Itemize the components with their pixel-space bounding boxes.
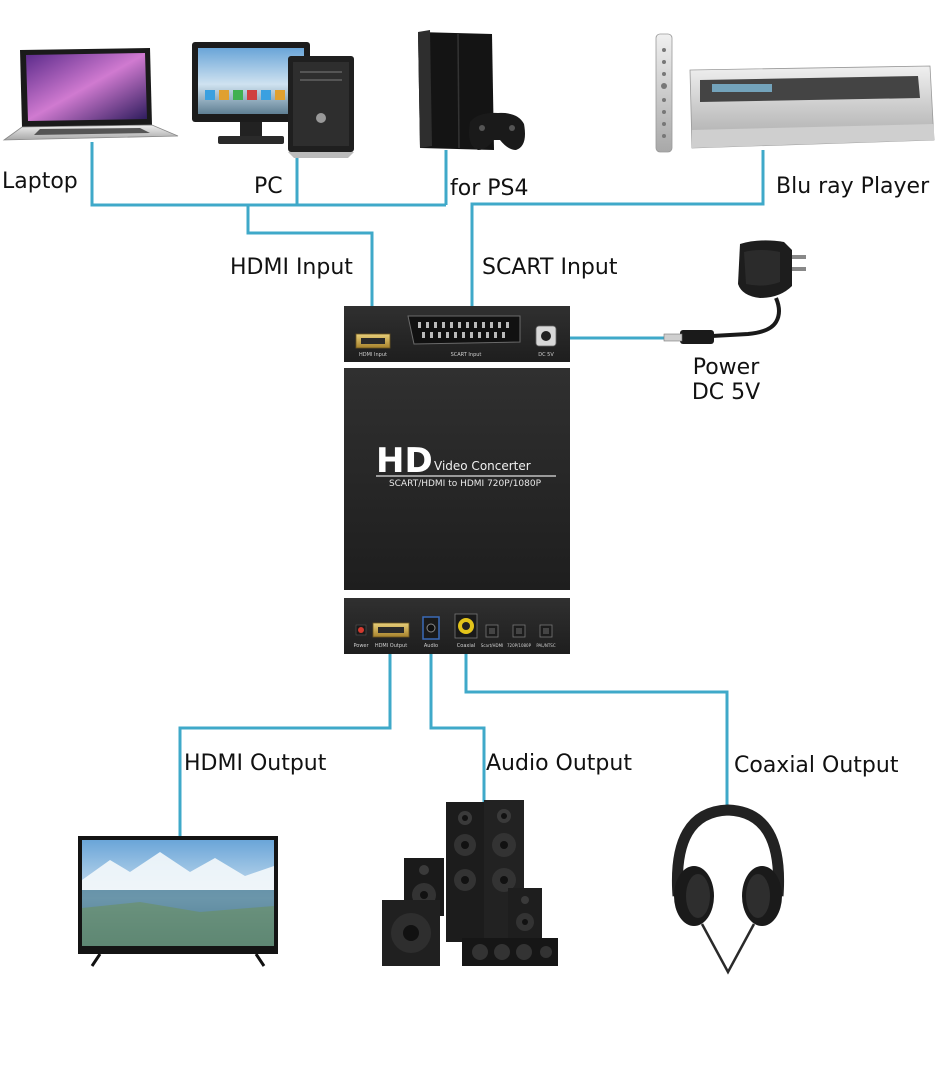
wire-laptop	[90, 142, 446, 207]
wire-audio-output	[429, 645, 486, 802]
bottom-coaxial-label: Coaxial	[457, 643, 475, 649]
power-led	[358, 627, 364, 633]
bottom-audio-label: Audio	[424, 643, 438, 649]
bottom-btn3-label: PAL/NTSC	[536, 643, 555, 648]
wire-coaxial-output	[464, 636, 729, 810]
converter-top-panel: HDMI Input SCART Input DC 5V	[344, 306, 570, 362]
wire-hdmi-input	[246, 205, 374, 336]
top-hdmi-port-label: HDMI Input	[359, 352, 387, 358]
power-label-line1: Power	[692, 355, 760, 380]
scart-input-port	[407, 315, 521, 345]
wire-scart-input	[470, 150, 765, 320]
top-scart-port-label: SCART Input	[451, 352, 482, 358]
wire-hdmi-output	[178, 645, 392, 836]
hdmi-output-label: HDMI Output	[184, 751, 327, 776]
scart-input-label: SCART Input	[482, 255, 618, 280]
bottom-btn2-label: 720P/1080P	[507, 643, 532, 648]
headphones-icon	[671, 804, 785, 975]
bluray-player-icon	[655, 33, 935, 153]
bottom-hdmi-label: HDMI Output	[375, 643, 407, 649]
bluray-label: Blu ray Player	[776, 174, 930, 199]
converter-body: HD Video Concerter SCART/HDMI to HDMI 72…	[344, 368, 570, 590]
converter-bottom-panel: Power HDMI Output Audio Coaxial Scart/HD…	[344, 598, 570, 654]
laptop-label: Laptop	[2, 169, 78, 194]
ps4-label: for PS4	[450, 176, 529, 201]
audio-output-label: Audio Output	[486, 751, 632, 776]
speakers-icon	[382, 800, 558, 966]
tv-icon	[78, 836, 278, 967]
coaxial-output-label: Coaxial Output	[734, 753, 899, 778]
pc-label: PC	[254, 174, 283, 199]
top-dc-port-label: DC 5V	[538, 352, 554, 358]
hdmi-input-label: HDMI Input	[230, 255, 353, 280]
desktop-pc-icon	[192, 42, 354, 158]
game-console-icon	[418, 30, 525, 150]
power-label: Power DC 5V	[680, 355, 772, 406]
power-label-line2: DC 5V	[691, 380, 761, 406]
bottom-power-label: Power	[353, 643, 369, 649]
converter-title: Video Concerter	[434, 459, 531, 473]
converter-subtitle: SCART/HDMI to HDMI 720P/1080P	[389, 479, 542, 489]
power-adapter-icon	[663, 240, 806, 344]
laptop-icon	[2, 48, 179, 141]
bottom-btn1-label: Scart/HDMI	[481, 643, 503, 648]
converter-brand: HD	[376, 441, 433, 481]
